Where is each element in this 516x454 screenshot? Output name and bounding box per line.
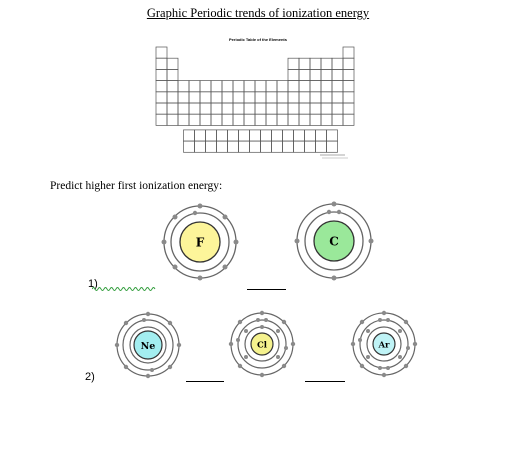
answer-blank-q2-second bbox=[305, 381, 345, 382]
prompt-text: Predict higher first ionization energy: bbox=[50, 180, 223, 192]
chlorine-nucleus bbox=[250, 332, 274, 356]
atom-fluorine: F bbox=[161, 203, 239, 281]
page-title: Graphic Periodic trends of ionization en… bbox=[146, 6, 370, 20]
fluorine-nucleus bbox=[179, 221, 221, 263]
carbon-symbol: C bbox=[329, 235, 339, 249]
atom-carbon: C bbox=[294, 201, 374, 281]
question-2-label: 2) bbox=[85, 371, 95, 383]
argon-symbol: Ar bbox=[377, 341, 390, 351]
atom-chlorine: Cl bbox=[228, 310, 296, 378]
atom-argon: Ar bbox=[350, 310, 418, 378]
answer-blank-q2-first bbox=[186, 381, 224, 382]
neon-nucleus bbox=[133, 330, 163, 360]
periodic-table-copyright-mark bbox=[320, 154, 348, 159]
argon-nucleus bbox=[372, 332, 396, 356]
fluorine-symbol: F bbox=[196, 236, 205, 250]
chlorine-symbol: Cl bbox=[257, 341, 268, 351]
question-1-label: 1) bbox=[88, 278, 98, 290]
periodic-table-caption: Periodic Table of the Elements bbox=[229, 37, 287, 42]
atom-neon: Ne bbox=[114, 311, 182, 379]
neon-symbol: Ne bbox=[141, 341, 156, 352]
carbon-nucleus bbox=[313, 220, 355, 262]
answer-blank-q1 bbox=[247, 289, 286, 290]
periodic-table-cell bbox=[342, 113, 355, 126]
spellcheck-squiggle bbox=[92, 287, 156, 291]
periodic-table-cell bbox=[326, 140, 338, 153]
periodic-table-grid bbox=[155, 46, 355, 159]
